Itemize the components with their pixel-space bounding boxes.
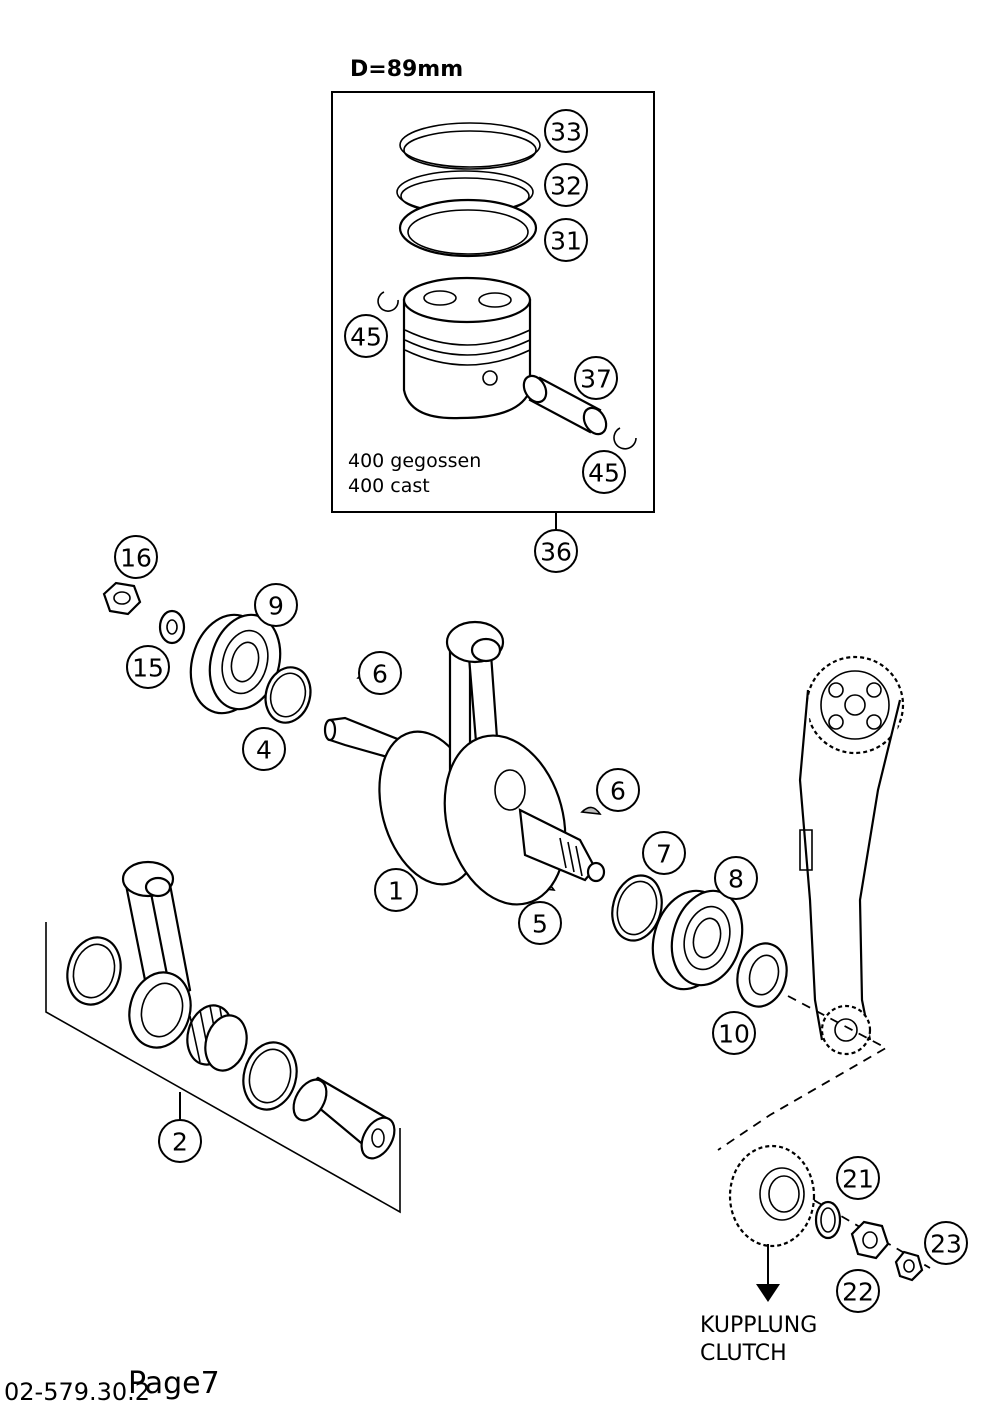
nut-22 bbox=[850, 1220, 890, 1260]
svg-text:1: 1 bbox=[388, 877, 404, 906]
svg-text:10: 10 bbox=[718, 1020, 750, 1049]
svg-text:22: 22 bbox=[842, 1278, 874, 1307]
lock-washer-21 bbox=[814, 1200, 842, 1240]
washer-15 bbox=[158, 609, 186, 645]
crankshaft bbox=[323, 620, 606, 906]
svg-text:15: 15 bbox=[132, 654, 164, 683]
seal-10 bbox=[736, 942, 788, 1008]
svg-text:6: 6 bbox=[610, 777, 626, 806]
nut-16 bbox=[102, 581, 142, 616]
piston-group-box bbox=[331, 91, 655, 513]
svg-text:8: 8 bbox=[728, 865, 744, 894]
circlip-top bbox=[377, 291, 399, 312]
piston-note-de: 400 gegossen bbox=[348, 450, 481, 472]
conrod-kit bbox=[45, 860, 401, 1214]
svg-text:23: 23 bbox=[930, 1230, 962, 1259]
dashed-shaft-line bbox=[717, 995, 888, 1151]
svg-text:21: 21 bbox=[842, 1165, 874, 1194]
callout-8: 8 bbox=[714, 856, 758, 900]
svg-text:9: 9 bbox=[268, 592, 284, 621]
clutch-label-en: CLUTCH bbox=[700, 1341, 787, 1366]
drawing-number: 02-579.30.2 bbox=[4, 1378, 151, 1406]
svg-text:45: 45 bbox=[588, 459, 620, 488]
shim-4 bbox=[264, 666, 312, 724]
svg-text:4: 4 bbox=[256, 736, 272, 765]
svg-text:33: 33 bbox=[550, 118, 582, 147]
callout-22: 22 bbox=[836, 1269, 880, 1313]
clutch-arrow bbox=[756, 1244, 780, 1302]
primary-gear bbox=[728, 1144, 816, 1248]
svg-text:7: 7 bbox=[656, 840, 672, 869]
svg-text:32: 32 bbox=[550, 172, 582, 201]
callout-7: 7 bbox=[642, 831, 686, 875]
timing-chain bbox=[798, 655, 905, 1056]
svg-text:6: 6 bbox=[372, 660, 388, 689]
callout-31: 31 bbox=[544, 218, 588, 262]
callout-33: 33 bbox=[544, 109, 588, 153]
piston bbox=[402, 276, 532, 420]
svg-text:16: 16 bbox=[120, 544, 152, 573]
page-label: Page7 bbox=[128, 1366, 220, 1401]
callout-45-bottom: 45 bbox=[582, 450, 626, 494]
svg-text:36: 36 bbox=[540, 538, 572, 567]
callout-15: 15 bbox=[126, 645, 170, 689]
callout-4: 4 bbox=[242, 727, 286, 771]
callout-23: 23 bbox=[924, 1221, 968, 1265]
clutch-label-de: KUPPLUNG bbox=[700, 1313, 817, 1338]
bearing-9 bbox=[189, 613, 282, 715]
callout-45-top: 45 bbox=[344, 314, 388, 358]
piston-note-en: 400 cast bbox=[348, 475, 430, 497]
piston-rings bbox=[396, 122, 541, 258]
svg-text:5: 5 bbox=[532, 910, 548, 939]
key-6-right bbox=[580, 806, 602, 815]
callout-6-left: 6 bbox=[358, 651, 402, 695]
svg-text:2: 2 bbox=[172, 1128, 188, 1157]
callout-16: 16 bbox=[114, 535, 158, 579]
callout-6-right: 6 bbox=[596, 768, 640, 812]
callout-37: 37 bbox=[574, 356, 618, 400]
callout-21: 21 bbox=[836, 1156, 880, 1200]
callout-5: 5 bbox=[518, 901, 562, 945]
circlip-bottom bbox=[613, 427, 637, 450]
callout-9: 9 bbox=[254, 583, 298, 627]
svg-text:31: 31 bbox=[550, 227, 582, 256]
callout-36: 36 bbox=[534, 529, 578, 573]
svg-text:45: 45 bbox=[350, 323, 382, 352]
shim-7 bbox=[611, 874, 663, 942]
callout-1: 1 bbox=[374, 868, 418, 912]
callout-10: 10 bbox=[712, 1011, 756, 1055]
callout-2: 2 bbox=[158, 1119, 202, 1163]
bore-label: D=89mm bbox=[350, 57, 463, 82]
nut-23 bbox=[894, 1250, 924, 1282]
svg-text:37: 37 bbox=[580, 365, 612, 394]
callout-32: 32 bbox=[544, 163, 588, 207]
piston-pin bbox=[522, 374, 608, 436]
